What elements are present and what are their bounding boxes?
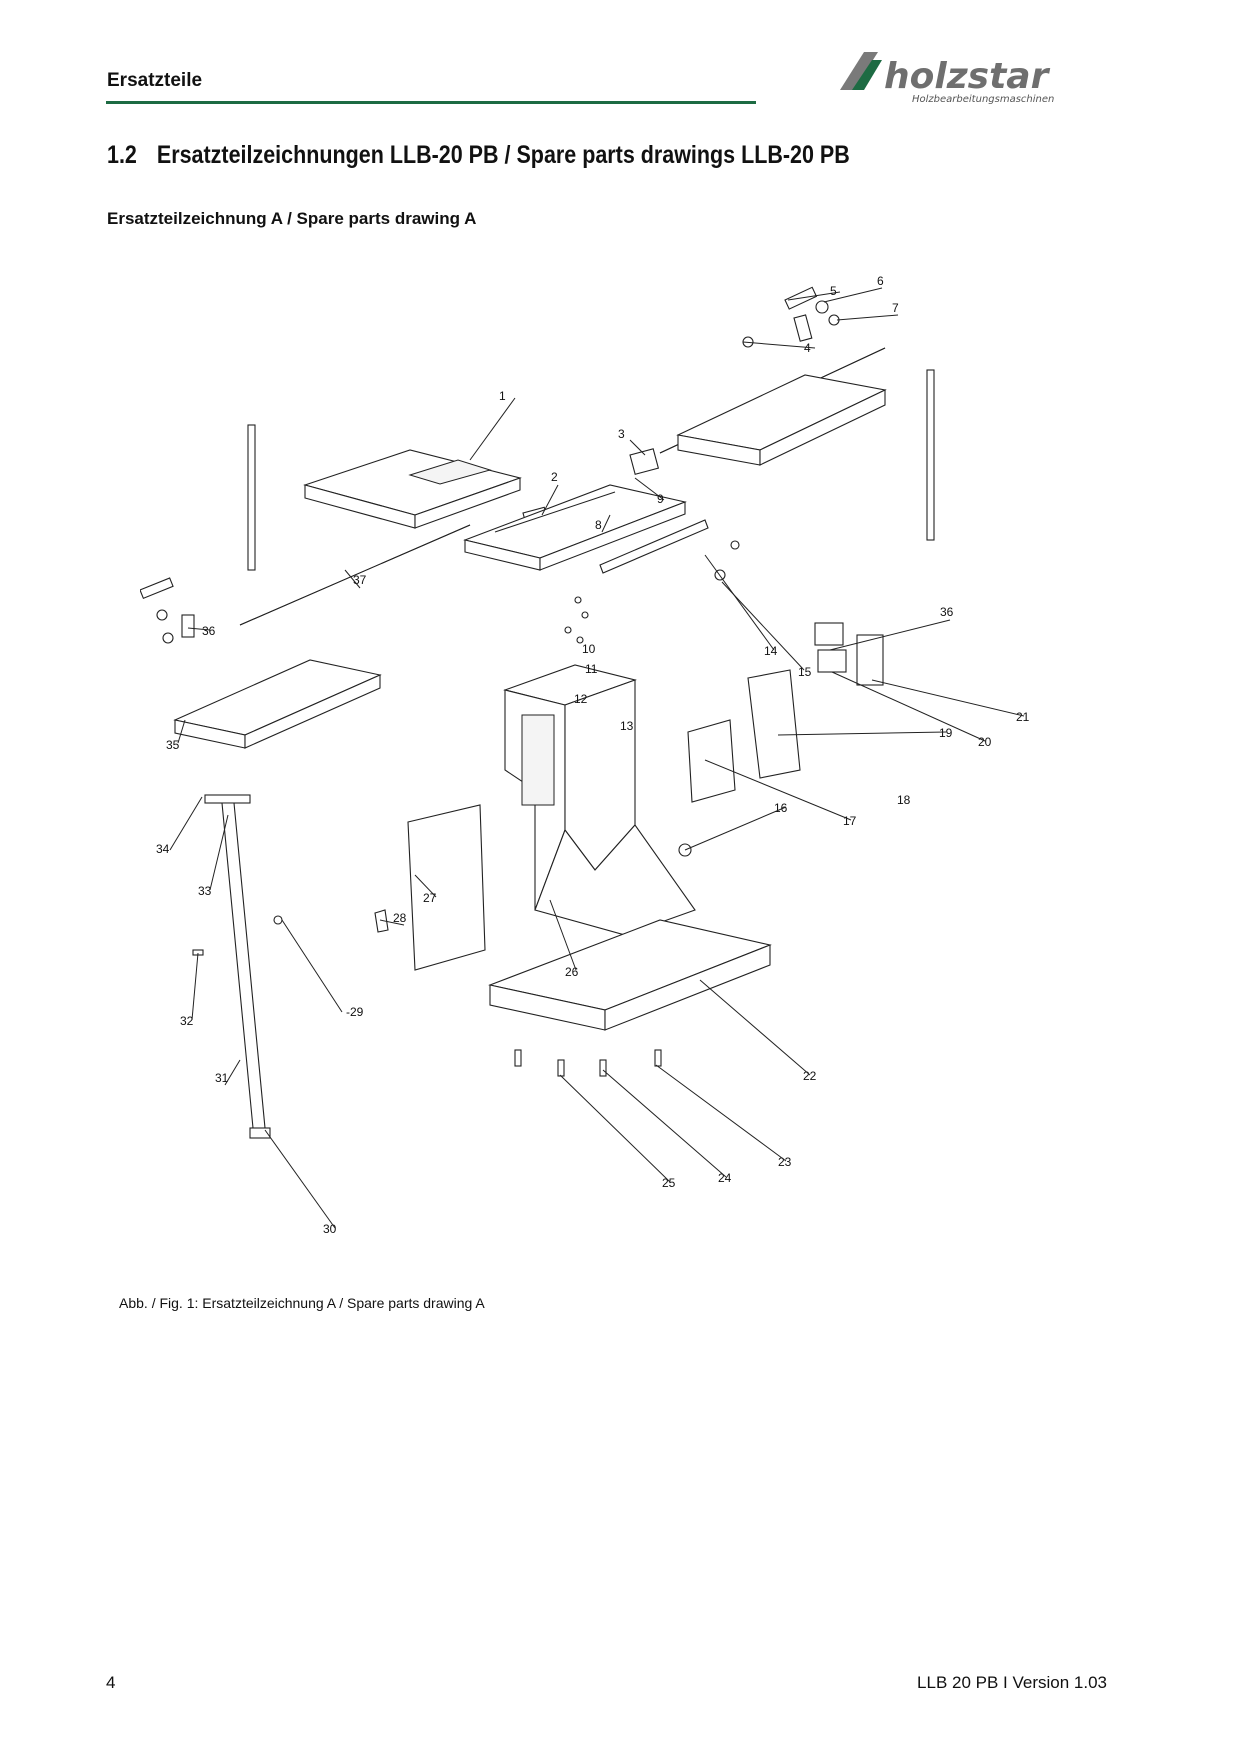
part-label: 23 xyxy=(778,1155,792,1169)
part-label: 24 xyxy=(718,1171,732,1185)
part-label: 10 xyxy=(582,642,596,656)
part-6 xyxy=(815,300,829,314)
section-number: 1.2 xyxy=(107,141,137,169)
holzstar-logo: holzstar Holzbearbeitungsmaschinen xyxy=(840,52,1054,105)
page-number: 4 xyxy=(106,1673,116,1692)
part-label: 5 xyxy=(830,284,837,298)
part-label: 35 xyxy=(166,738,180,752)
spare-parts-drawing: 1 2 3 4 5 6 7 8 9 10 11 12 13 14 15 16 1… xyxy=(140,274,1030,1236)
leader-lines xyxy=(169,287,1025,1229)
part-label: 31 xyxy=(215,1071,229,1085)
part-main-table-8 xyxy=(463,484,687,571)
part-28 xyxy=(374,909,389,933)
figure-caption: Abb. / Fig. 1: Ersatzteilzeichnung A / S… xyxy=(119,1295,485,1311)
part-post-right xyxy=(926,369,935,541)
part-rail-14 xyxy=(599,519,709,574)
part-label: 25 xyxy=(662,1176,676,1190)
part-label: 37 xyxy=(353,573,367,587)
part-label: 28 xyxy=(393,911,407,925)
part-label: 36 xyxy=(940,605,954,619)
part-36-right xyxy=(814,622,844,646)
part-label: 32 xyxy=(180,1014,194,1028)
part-side-table-right xyxy=(676,374,887,466)
header-title: Ersatzteile xyxy=(107,70,203,91)
doc-version: LLB 20 PB I Version 1.03 xyxy=(917,1673,1107,1692)
part-label: 8 xyxy=(595,518,602,532)
part-table-top xyxy=(303,449,522,529)
part-label: 12 xyxy=(574,692,588,706)
part-body-26 xyxy=(503,664,696,936)
part-leg-31 xyxy=(204,794,271,1139)
part-label: 18 xyxy=(897,793,911,807)
part-label: 20 xyxy=(978,735,992,749)
logo-wordmark: holzstar xyxy=(884,56,1051,97)
part-label: 4 xyxy=(804,341,811,355)
part-side-table-34 xyxy=(173,659,382,749)
part-label: 1 xyxy=(499,389,506,403)
part-label: 19 xyxy=(939,726,953,740)
part-plate-18 xyxy=(747,669,801,779)
part-label: -29 xyxy=(346,1005,364,1019)
logo-tagline: Holzbearbeitungsmaschinen xyxy=(912,94,1054,105)
part-label: 16 xyxy=(774,801,788,815)
part-bolt xyxy=(514,1049,522,1067)
part-label: 2 xyxy=(551,470,558,484)
part-label: 21 xyxy=(1016,710,1030,724)
section-title: Ersatzteilzeichnungen LLB-20 PB / Spare … xyxy=(156,141,850,169)
header-rule xyxy=(106,101,756,104)
part-label: 9 xyxy=(657,492,664,506)
part-label: 13 xyxy=(620,719,634,733)
part-label: 14 xyxy=(764,644,778,658)
part-label: 26 xyxy=(565,965,579,979)
part-door-27 xyxy=(407,804,486,971)
part-36 xyxy=(140,577,174,600)
part-label: 3 xyxy=(618,427,625,441)
part-label: 34 xyxy=(156,842,170,856)
part-label: 36 xyxy=(202,624,216,638)
part-label: 30 xyxy=(323,1222,337,1236)
drawing-subheading: Ersatzteilzeichnung A / Spare parts draw… xyxy=(107,209,477,228)
part-29 xyxy=(273,915,283,925)
part-label: 7 xyxy=(892,301,899,315)
part-label: 17 xyxy=(843,814,857,828)
part-block-3 xyxy=(629,448,660,475)
part-box-17 xyxy=(687,719,736,803)
part-base-22 xyxy=(488,919,772,1031)
part-label: 33 xyxy=(198,884,212,898)
part-label: 6 xyxy=(877,274,884,288)
part-19 xyxy=(817,649,847,673)
part-label: 15 xyxy=(798,665,812,679)
part-20 xyxy=(856,634,884,686)
part-label: 27 xyxy=(423,891,437,905)
part-label: 11 xyxy=(585,662,598,676)
part-post-left xyxy=(247,424,256,571)
part-35 xyxy=(181,614,195,638)
section-heading: 1.2 Ersatzteilzeichnungen LLB-20 PB / Spa… xyxy=(107,141,850,170)
logo-mark-icon xyxy=(840,52,878,90)
